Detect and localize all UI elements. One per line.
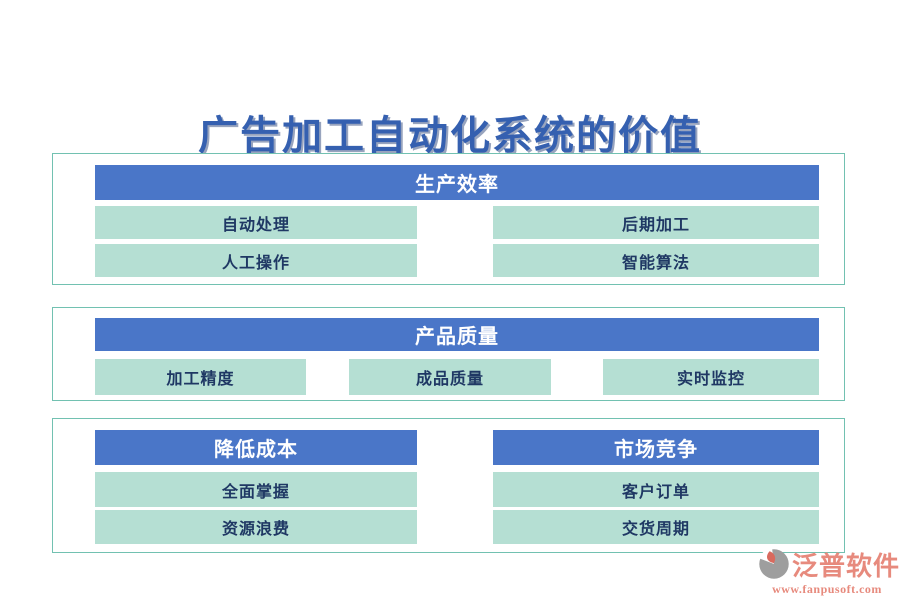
- section-cost-and-market: 降低成本 市场竞争 全面掌握 资源浪费 客户订单 交货周期: [52, 418, 845, 553]
- section-product-quality: 产品质量 加工精度 成品质量 实时监控: [52, 307, 845, 401]
- value-cell-delivery-cycle: 交货周期: [493, 510, 819, 544]
- value-cell-post-processing: 后期加工: [493, 206, 819, 239]
- section-header-production-efficiency: 生产效率: [95, 165, 819, 200]
- value-cell-processing-precision: 加工精度: [95, 359, 306, 395]
- logo-url: www.fanpusoft.com: [772, 582, 882, 596]
- section-header-cost-reduction: 降低成本: [95, 430, 417, 465]
- value-cell-smart-algorithm: 智能算法: [493, 244, 819, 277]
- fanpu-logo-icon: [758, 548, 789, 579]
- value-cell-full-grasp: 全面掌握: [95, 472, 417, 507]
- logo: 泛普软件 www.fanpusoft.com: [758, 547, 899, 597]
- value-cell-resource-waste: 资源浪费: [95, 510, 417, 544]
- value-cell-customer-orders: 客户订单: [493, 472, 819, 507]
- value-cell-finished-quality: 成品质量: [349, 359, 551, 395]
- value-cell-auto-processing: 自动处理: [95, 206, 417, 239]
- section-production-efficiency: 生产效率 自动处理 后期加工 人工操作 智能算法: [52, 153, 845, 285]
- section-header-product-quality: 产品质量: [95, 318, 819, 351]
- value-cell-manual-operation: 人工操作: [95, 244, 417, 277]
- page-title: 广告加工自动化系统的价值: [198, 112, 702, 159]
- value-cell-realtime-monitoring: 实时监控: [603, 359, 819, 395]
- logo-name: 泛普软件: [792, 551, 900, 582]
- section-header-market-competition: 市场竞争: [493, 430, 819, 465]
